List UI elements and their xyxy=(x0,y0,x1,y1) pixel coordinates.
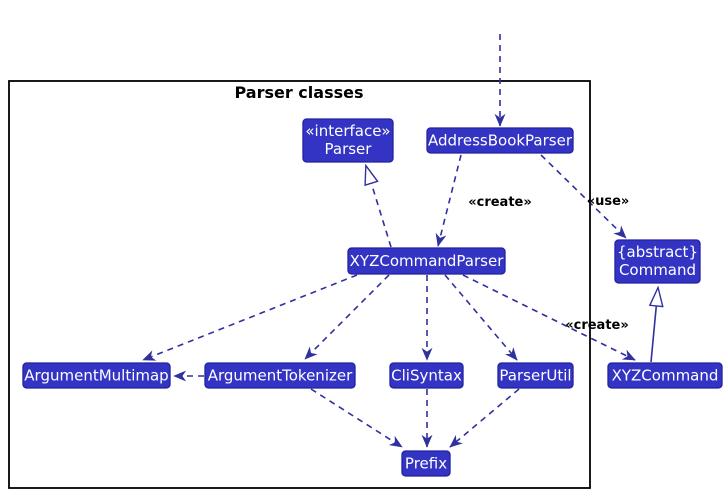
class-name: Parser xyxy=(325,140,373,158)
class-box xyxy=(497,362,574,389)
class-argument-multimap: ArgumentMultimap xyxy=(22,362,171,389)
class-name: ArgumentMultimap xyxy=(24,367,168,385)
class-parser-util: ParserUtil xyxy=(497,362,574,389)
edge-xyzcommandparser-create-xyzcommand xyxy=(462,274,636,361)
edge-addressbookparser-create-xyzcommandparser xyxy=(435,154,462,247)
class-name: Prefix xyxy=(405,455,447,473)
class-box xyxy=(347,247,506,275)
class-name: XYZCommand xyxy=(612,367,719,385)
class-box xyxy=(22,362,171,389)
edge-argumenttokenizer-to-prefix xyxy=(310,388,403,448)
class-command: {abstract} Command xyxy=(614,239,701,284)
package-title: Parser classes xyxy=(234,83,363,102)
class-box xyxy=(401,450,451,477)
class-box xyxy=(614,239,701,284)
class-box xyxy=(389,362,464,389)
edge-xyzcommandparser-implements-parser xyxy=(366,166,392,248)
class-xyz-command-parser: XYZCommandParser xyxy=(347,247,506,275)
label-use-command: «use» xyxy=(587,194,630,209)
class-box xyxy=(302,118,394,163)
label-create-xyzcommandparser: «create» xyxy=(468,195,532,210)
class-prefix: Prefix xyxy=(401,450,451,477)
class-stereotype: «interface» xyxy=(305,122,390,140)
edge-xyzcommandparser-to-argumentmultimap xyxy=(142,274,358,361)
class-parser-interface: «interface» Parser xyxy=(302,118,394,163)
package-frame xyxy=(8,80,591,489)
edge-xyzcommandparser-to-parserutil xyxy=(444,274,518,361)
class-name: Command xyxy=(619,261,696,279)
class-stereotype: {abstract} xyxy=(617,243,698,261)
edge-xyzcommand-extends-command xyxy=(651,288,658,363)
label-create-xyzcommand: «create» xyxy=(565,318,629,333)
class-xyz-command: XYZCommand xyxy=(607,362,723,389)
class-address-book-parser: AddressBookParser xyxy=(426,127,574,154)
class-name: ParserUtil xyxy=(499,367,571,385)
edge-xyzcommandparser-to-argumenttokenizer xyxy=(304,274,390,360)
class-box xyxy=(607,362,723,389)
class-cli-syntax: CliSyntax xyxy=(389,362,464,389)
edge-addressbookparser-use-command xyxy=(540,154,627,239)
edge-parserutil-to-prefix xyxy=(449,388,520,448)
class-box xyxy=(204,362,356,389)
class-name: XYZCommandParser xyxy=(350,252,505,270)
class-name: AddressBookParser xyxy=(428,132,573,150)
class-name: CliSyntax xyxy=(391,367,462,385)
class-name: ArgumentTokenizer xyxy=(208,367,353,385)
class-box xyxy=(426,127,574,154)
class-argument-tokenizer: ArgumentTokenizer xyxy=(204,362,356,389)
